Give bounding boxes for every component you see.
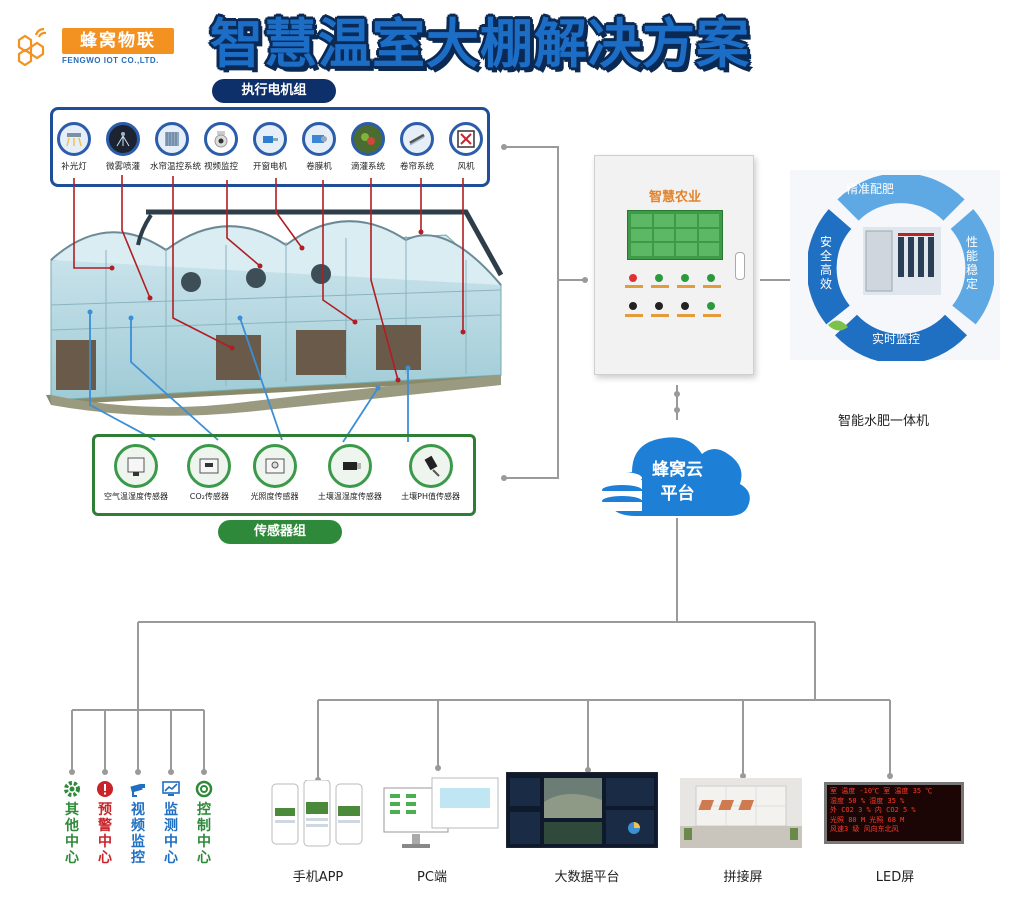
- sensor-light: 光照度传感器: [251, 444, 299, 502]
- center-alert: 预警中心: [96, 780, 114, 866]
- actuator-label: 开窗电机: [252, 162, 287, 172]
- sensor-panel: [92, 434, 476, 516]
- control-cabinet: 智慧农业: [594, 155, 754, 375]
- cloud-icon: [602, 437, 750, 516]
- sensor-air: 空气温湿度传感器: [104, 444, 168, 502]
- dashboard-icon: [506, 772, 658, 848]
- led-row: 室 温度 -10℃ 室 温度 35 ℃: [830, 787, 933, 795]
- alert-icon: [97, 781, 113, 797]
- led-row: 湿度 50 % 湿度 35 %: [830, 796, 905, 805]
- gear-icon: [64, 781, 80, 797]
- air-sensor-icon: [114, 444, 158, 488]
- actuator-drip-irrigation: 滴灌系统: [346, 122, 390, 172]
- actuator-label: 水帘温控系统: [150, 162, 202, 172]
- co2-sensor-icon: [187, 444, 232, 488]
- center-label: 视频监控: [131, 802, 145, 866]
- water-curtain-icon: [155, 122, 189, 156]
- center-label: 预警中心: [98, 802, 112, 866]
- control-icon: [195, 780, 213, 798]
- actuator-label: 卷帘系统: [399, 162, 434, 172]
- actuator-label: 滴灌系统: [350, 162, 385, 172]
- device-label-led: LED屏: [875, 870, 915, 885]
- light-sensor-icon: [252, 444, 297, 488]
- soil-sensor-icon: [327, 444, 372, 488]
- actuator-film-roller: 卷膜机: [297, 122, 341, 172]
- film-roller-icon: [302, 122, 336, 156]
- fertigation-label: 智能水肥一体机: [838, 414, 930, 429]
- cloud-platform-title: 蜂窝云 平台: [652, 458, 703, 506]
- cabinet-buttons: [625, 274, 721, 317]
- device-label-video-wall: 拼接屏: [723, 870, 763, 885]
- fan-icon: [449, 122, 483, 156]
- actuator-grow-light: 补光灯: [52, 122, 96, 172]
- center-control: 控制中心: [195, 780, 213, 866]
- actuator-panel: [50, 107, 490, 187]
- actuator-fan: 风机: [444, 122, 488, 172]
- cctv-icon: [130, 783, 145, 797]
- actuator-list: 补光灯 微雾喷灌 水帘温控系统 视频监控 开窗电机 卷膜机 滴灌系统 卷帘系统 …: [52, 122, 488, 172]
- window-motor-icon: [253, 122, 287, 156]
- mist-spray-icon: [106, 122, 140, 156]
- fertigation-ring: [808, 175, 994, 361]
- actuator-label: 风机: [457, 162, 475, 172]
- center-video: 视频监控: [129, 780, 147, 866]
- brand-subtitle: FENGWO IOT CO.,LTD.: [62, 56, 159, 65]
- sensor-co2: CO₂传感器: [187, 444, 232, 502]
- sensor-soil: 土壤温湿度传感器: [318, 444, 382, 502]
- device-label-pc: PC端: [417, 870, 447, 885]
- fertigation-segment-bottom: 实时监控: [872, 332, 921, 346]
- cabinet-title: 智慧农业: [648, 190, 701, 205]
- drip-irrigation-icon: [351, 122, 385, 156]
- sensor-label: 空气温湿度传感器: [104, 492, 168, 501]
- cabinet-handle: [735, 252, 745, 280]
- cloud-line-2: 平台: [660, 484, 695, 504]
- ph-sensor-icon: [408, 444, 453, 488]
- sensor-list: 空气温湿度传感器 CO₂传感器 光照度传感器 土壤温湿度传感器 土壤PH值传感器: [104, 444, 460, 502]
- actuator-roller-shutter: 卷帘系统: [395, 122, 439, 172]
- actuator-camera: 视频监控: [199, 122, 243, 172]
- sensor-label: 光照度传感器: [250, 492, 299, 501]
- sensor-group-label: 传感器组: [218, 520, 342, 544]
- phone-icon: [271, 780, 363, 847]
- led-row: 外 CO2 3 % 内 CO2 5 %: [830, 806, 916, 814]
- led-row: 风速3 级 风向东北风: [830, 825, 899, 833]
- fertigation-segment-left: 安全高效: [820, 235, 833, 291]
- actuator-water-curtain: 水帘温控系统: [150, 122, 202, 172]
- actuator-label: 补光灯: [61, 162, 87, 172]
- brand-logo-icon: [17, 27, 47, 66]
- led-row: 光照 80 M 光照 68 M: [830, 815, 905, 824]
- monitor-icon: [162, 781, 180, 796]
- actuator-label: 微雾喷灌: [105, 162, 140, 172]
- grow-light-icon: [57, 122, 91, 156]
- roller-shutter-icon: [400, 122, 434, 156]
- cloud-line-1: 蜂窝云: [652, 460, 703, 480]
- actuator-mist-spray: 微雾喷灌: [101, 122, 145, 172]
- actuator-window-motor: 开窗电机: [248, 122, 292, 172]
- pc-icon: [383, 777, 499, 848]
- sensor-label: 土壤温湿度传感器: [317, 492, 382, 501]
- center-label: 监测中心: [164, 802, 178, 866]
- cabinet-touchscreen: [627, 210, 723, 260]
- page-title: 智慧温室大棚解决方案: [210, 14, 750, 75]
- sensor-label: 土壤PH值传感器: [401, 492, 460, 501]
- device-label-dashboard: 大数据平台: [554, 870, 620, 885]
- sensor-label: CO₂传感器: [189, 492, 229, 501]
- device-label-phone: 手机APP: [292, 870, 344, 885]
- actuator-group-label: 执行电机组: [212, 79, 336, 103]
- brand-name: 蜂窝物联: [62, 28, 174, 54]
- led-screen-icon: 室 温度 -10℃ 室 温度 35 ℃ 湿度 50 % 湿度 35 % 外 CO…: [824, 782, 964, 844]
- camera-icon: [204, 122, 238, 156]
- actuator-label: 视频监控: [203, 162, 238, 172]
- center-monitor: 监测中心: [162, 780, 180, 866]
- center-label: 其他中心: [65, 802, 79, 866]
- fertigation-segment-top: 精准配肥: [846, 182, 895, 196]
- fertigation-segment-right: 性能稳定: [966, 235, 979, 291]
- center-other: 其他中心: [63, 780, 81, 866]
- center-label: 控制中心: [197, 802, 211, 866]
- video-wall-icon: [680, 778, 802, 848]
- actuator-label: 卷膜机: [306, 162, 332, 172]
- sensor-ph: 土壤PH值传感器: [401, 444, 460, 502]
